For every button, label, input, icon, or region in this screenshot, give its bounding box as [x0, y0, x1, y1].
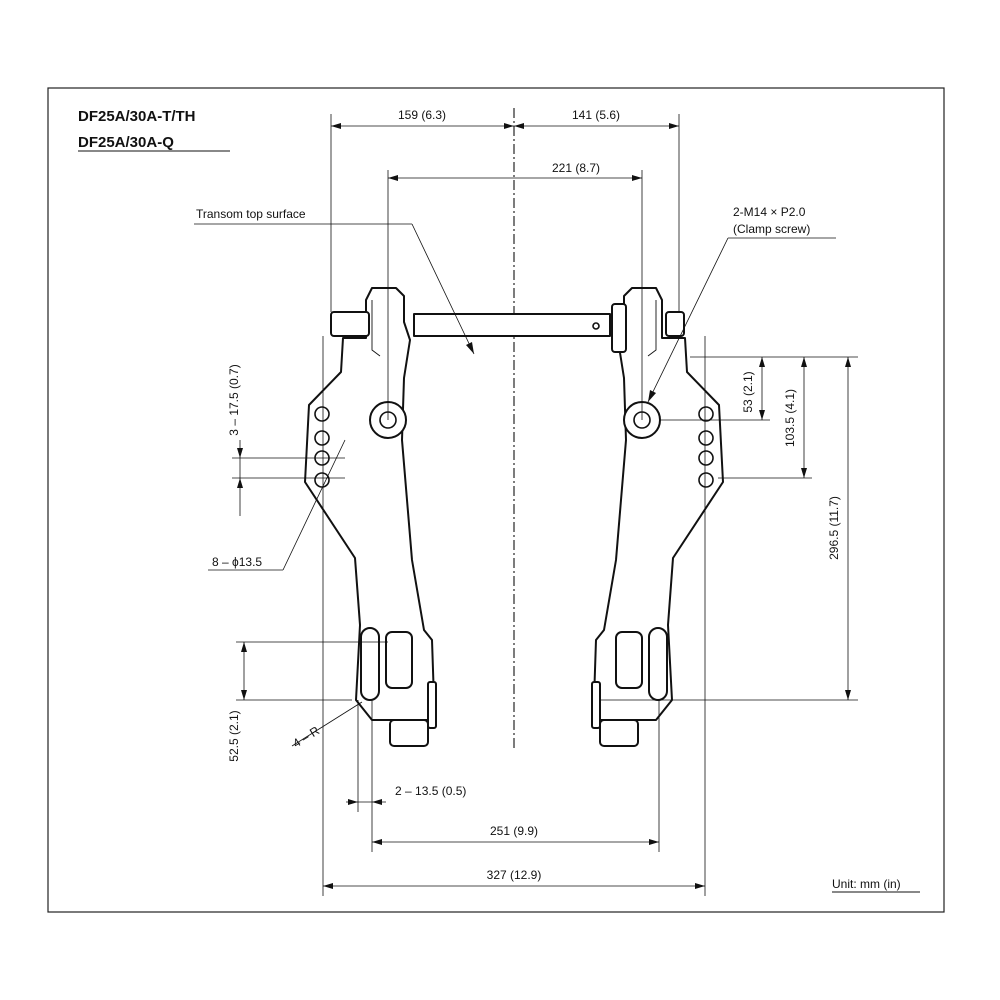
transom-label: Transom top surface	[196, 207, 306, 221]
clamp-screw-note: (Clamp screw)	[733, 222, 810, 236]
hole	[314, 472, 330, 488]
dim-13: 2 – 13.5 (0.5)	[395, 784, 466, 798]
right-bracket	[591, 287, 724, 747]
dim-251: 251 (9.9)	[490, 824, 538, 838]
hole	[314, 430, 330, 446]
hole	[698, 472, 714, 488]
dim-17: 3 – 17.5 (0.7)	[227, 364, 241, 435]
hole	[698, 430, 714, 446]
holes-label: 8 – ϕ13.5	[212, 555, 262, 569]
dim-327: 327 (12.9)	[487, 868, 542, 882]
dim-296: 296.5 (11.7)	[827, 496, 841, 560]
radius-label: 4 – R	[290, 723, 322, 750]
dim-221: 221 (8.7)	[552, 161, 600, 175]
model-title-1: DF25A/30A-T/TH	[78, 108, 196, 125]
dim-141: 141 (5.6)	[572, 108, 620, 122]
left-bracket	[304, 287, 437, 747]
clamp-screw-label: 2-M14 × P2.0	[733, 205, 806, 219]
unit-label: Unit: mm (in)	[832, 877, 901, 891]
dim-103: 103.5 (4.1)	[783, 389, 797, 447]
hole	[698, 450, 714, 466]
dim-52: 52.5 (2.1)	[227, 710, 241, 761]
hole	[314, 406, 330, 422]
hole	[698, 406, 714, 422]
drawing-frame	[47, 87, 945, 913]
dim-53: 53 (2.1)	[741, 371, 755, 412]
model-title-2: DF25A/30A-Q	[78, 134, 174, 151]
dim-159: 159 (6.3)	[398, 108, 446, 122]
